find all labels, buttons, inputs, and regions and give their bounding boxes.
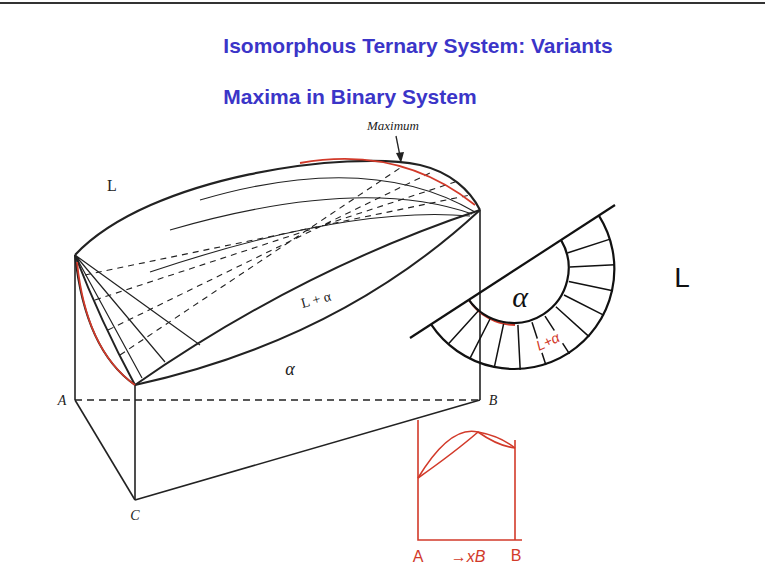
liquid-region-label: L	[674, 263, 690, 294]
two-phase-label: L+α	[532, 329, 564, 355]
binary-sketch	[418, 420, 522, 540]
liquidus-ac	[75, 255, 135, 385]
vertex-label: A	[58, 393, 67, 408]
solid-region-label: α	[512, 280, 528, 313]
dashed-tie-lines	[85, 168, 470, 355]
top-rule	[0, 2, 765, 4]
sketch-axes	[418, 420, 522, 540]
maximum-arrow	[396, 136, 404, 163]
prism-edge-b	[479, 210, 481, 400]
slide-subtitle: Maxima in Binary System	[223, 85, 476, 108]
prism-edge-c	[134, 385, 136, 500]
sketch-axis-b	[514, 440, 516, 540]
red-solidus-ac	[77, 262, 135, 385]
tie-lines-a	[75, 255, 200, 378]
liquidus-ab	[75, 161, 480, 255]
section-tie-lines	[448, 239, 615, 370]
base-cb	[135, 400, 480, 500]
section-edge	[410, 205, 615, 338]
axis-label: B	[511, 547, 522, 565]
solidus-arc	[469, 240, 569, 323]
liquidus-arc	[431, 216, 614, 369]
red-maximum-curve	[300, 159, 475, 205]
base-ac	[75, 400, 135, 500]
ternary-prism	[75, 161, 480, 500]
maximum-label: Maximum	[367, 119, 419, 133]
contour-lines	[150, 178, 475, 272]
liquidus-cb	[135, 210, 480, 385]
red-annotations	[77, 159, 515, 385]
maximum-arrowhead	[396, 152, 404, 163]
solidus-cb	[135, 210, 480, 385]
two-phase-label: L + α	[297, 288, 334, 312]
axis-label: →xB	[451, 548, 486, 566]
slide-title: Isomorphous Ternary System: Variants	[223, 34, 612, 57]
solid-region-label: α	[285, 360, 294, 380]
sketch-liquidus	[418, 431, 515, 478]
isothermal-section	[410, 205, 615, 370]
vertex-label: B	[489, 393, 498, 408]
liquid-region-label: L	[107, 177, 117, 195]
solidus-ac	[75, 255, 135, 385]
base-ab	[75, 399, 480, 401]
vertex-label: C	[130, 508, 139, 523]
sketch-solidus	[418, 432, 515, 478]
prism-edge-a	[74, 255, 76, 400]
axis-label: A	[413, 548, 424, 566]
